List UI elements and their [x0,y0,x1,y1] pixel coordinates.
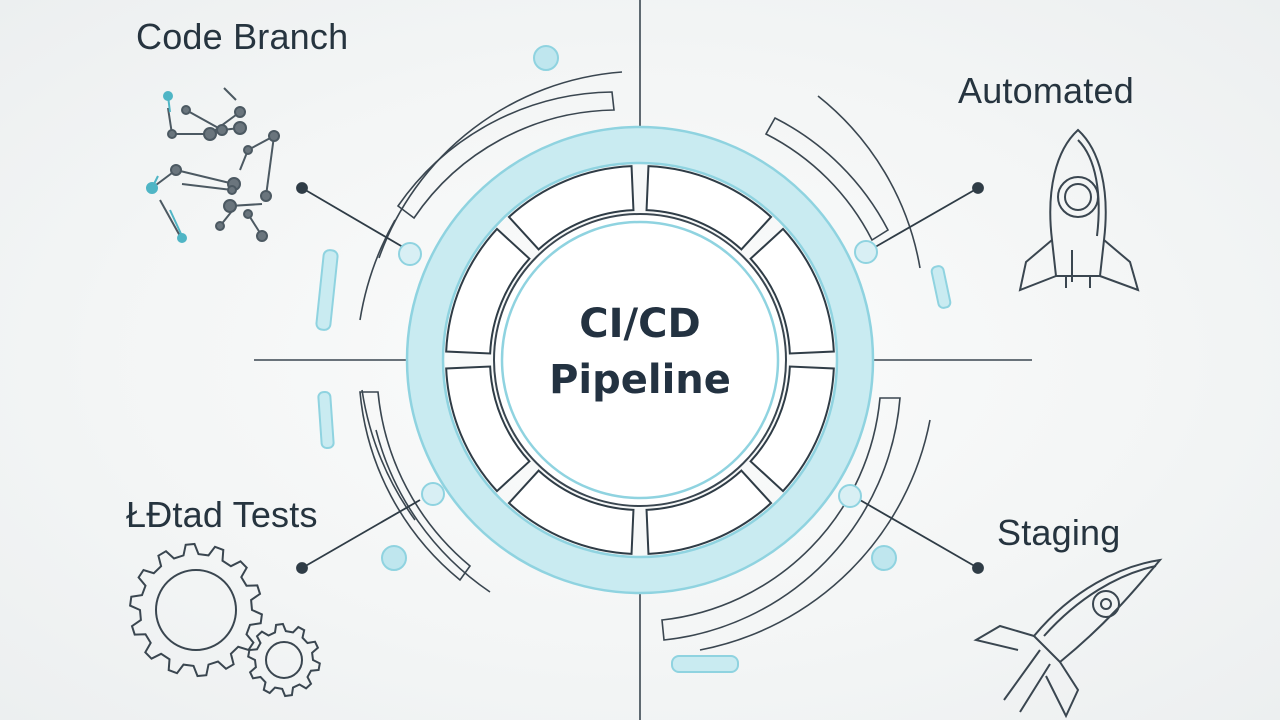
connectors [296,182,984,574]
capsule-right [930,265,952,309]
code-branch-network-accents [146,91,187,243]
main-ring-inner-edge [441,161,839,559]
connector-node-code-branch [398,242,422,266]
outer-arcs [359,71,931,651]
connector-end-nodes [398,240,878,508]
accent-dot-bottom-left [381,545,407,571]
bracket-bottom-left [359,391,472,582]
outer-arc-bottom-right [699,419,931,651]
gear-large [129,542,263,678]
gear-large-hole [155,569,237,651]
capsule-bottom [671,655,739,673]
connector-dot-code-branch [296,182,308,194]
connector-code-branch [301,187,409,251]
ring-segment [645,165,773,251]
ring-segment [507,165,635,251]
outer-arc-top-right [817,95,921,269]
outer-arc-left-lower [361,389,416,521]
main-ring-outer-edge [405,125,875,595]
connector-dot-staging [972,562,984,574]
stage-label-automated: Automated [958,70,1134,111]
outer-arc-left-upper [359,219,396,321]
accent-dots [381,45,897,571]
code-branch-network-icon [151,87,280,242]
gears-icon [129,542,321,698]
launching-rocket-icon [973,558,1163,719]
center-title-line2: Pipeline [549,357,731,403]
accent-dot-top [533,45,559,71]
accent-dot-bottom-right [871,545,897,571]
capsule-left-upper [315,249,339,331]
stage-label-code-branch: Code Branch [136,16,349,57]
connector-tests [301,499,421,569]
ring-segment [445,365,531,493]
inner-ring-accent [500,220,780,500]
connector-dot-tests [296,562,308,574]
capsule-left-lower [317,390,335,450]
accent-capsules [315,249,952,673]
bracket-top-right [764,116,890,242]
connector-dot-automated [972,182,984,194]
gear-small-hole [265,641,303,679]
stage-label-tests: ŁĐtad Tests [126,494,318,535]
ring-segment [645,469,773,555]
automated-rocket-icon [1018,128,1140,292]
connector-automated [869,187,979,251]
stage-label-staging: Staging [997,512,1121,553]
ring-segment [445,227,531,355]
connector-staging [859,499,979,569]
connector-node-tests [421,482,445,506]
ring-segment [749,227,835,355]
center-title-line1: CI/CD [579,301,701,347]
ring-segment [749,365,835,493]
connector-node-staging [838,484,862,508]
bracket-top-left [396,91,615,220]
center-title: CI/CD Pipeline [490,296,790,408]
segment-ring [445,165,835,555]
connector-node-automated [854,240,878,264]
main-ring [407,127,873,593]
outer-arc-top-left [378,71,623,259]
gear-small [247,622,321,698]
outer-arc-bottom-left [375,429,491,593]
ring-segment [507,469,635,555]
